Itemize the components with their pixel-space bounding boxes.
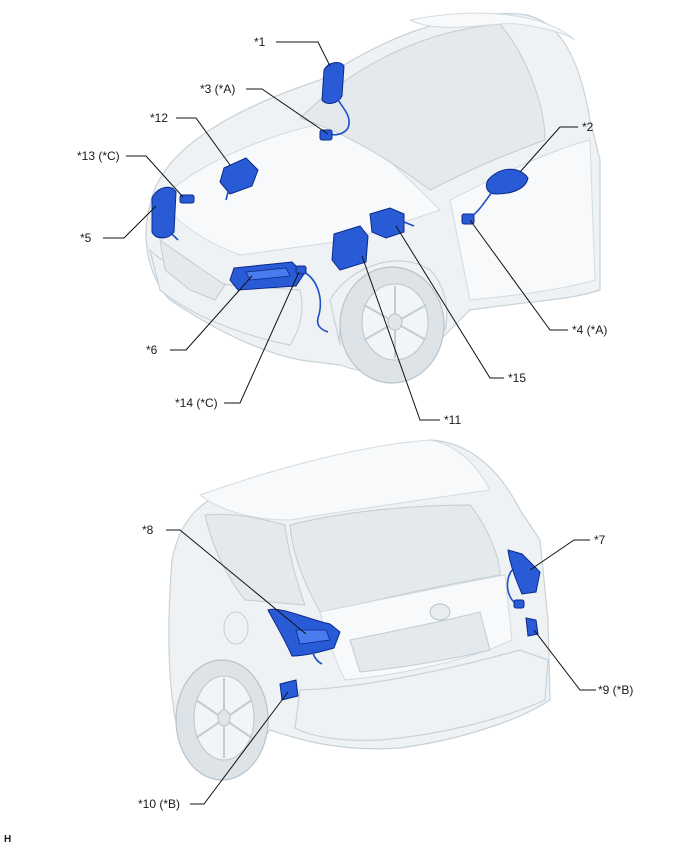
component-2-shape: [485, 168, 529, 195]
label-6: *6: [146, 343, 158, 357]
rear-vehicle-illustration: [168, 439, 551, 781]
label-2: *2: [582, 120, 594, 134]
front-vehicle-illustration: [145, 12, 601, 384]
label-3: *3 (*A): [200, 82, 235, 96]
component-7-shape: [507, 549, 541, 595]
label-4: *4 (*A): [572, 323, 607, 337]
leader-lines: [103, 41, 596, 805]
component-11-shape: [331, 225, 369, 271]
component-10-shape: [279, 679, 299, 701]
callout-labels: *1 *3 (*A) *12 *13 (*C) *2 *5 *4 (*A) *6…: [4, 35, 633, 845]
figure-code: H: [4, 834, 11, 845]
label-14: *14 (*C): [175, 396, 218, 410]
component-5-shape: [151, 186, 177, 239]
component-1-shape: [321, 62, 345, 104]
component-3-shape: [319, 129, 333, 141]
component-15-shape: [369, 207, 405, 239]
label-7: *7: [594, 533, 606, 547]
label-5: *5: [80, 231, 92, 245]
label-13: *13 (*C): [77, 149, 120, 163]
label-10: *10 (*B): [138, 797, 180, 811]
front-components: [151, 62, 529, 333]
component-13-shape: [179, 194, 195, 204]
label-12: *12: [150, 111, 168, 125]
label-1: *1: [254, 35, 266, 49]
label-9: *9 (*B): [598, 683, 633, 697]
label-11: *11: [444, 413, 461, 427]
label-8: *8: [142, 523, 154, 537]
label-15: *15: [508, 371, 526, 385]
component-14-shape: [295, 265, 307, 275]
component-12-shape: [219, 157, 259, 195]
